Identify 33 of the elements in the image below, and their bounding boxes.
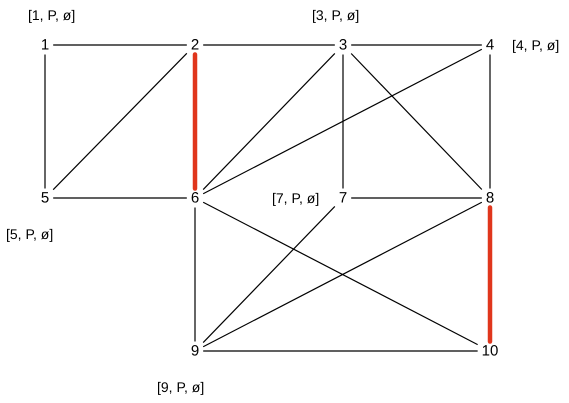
edge-line [202, 48, 482, 194]
edge-line [351, 197, 482, 199]
edge-line [44, 54, 46, 188]
edge-line [489, 54, 491, 188]
vertex-label: 4 [484, 36, 496, 54]
vertex-label: 8 [484, 190, 496, 206]
edge-line [203, 350, 478, 352]
highlighted-edge [488, 205, 492, 344]
edge-line [342, 54, 344, 188]
vertex-annotation: [7, P, ø] [272, 190, 320, 206]
vertex-label: 9 [190, 342, 200, 360]
edge-line [350, 53, 482, 190]
vertex-label: 6 [190, 190, 200, 206]
vertex-label: 10 [480, 342, 500, 360]
vertex-label: 3 [338, 36, 348, 54]
edge-line [53, 197, 187, 199]
vertex-annotation: [1, P, ø] [28, 7, 76, 23]
vertex-annotation: [4, P, ø] [512, 37, 560, 53]
highlighted-edge [192, 52, 198, 191]
edge-line [202, 206, 336, 343]
edge-line [52, 52, 188, 190]
vertex-annotation: [5, P, ø] [6, 226, 54, 242]
vertex-label: 7 [338, 190, 348, 206]
vertex-label: 5 [40, 190, 50, 206]
edge-line [53, 44, 187, 46]
vertex-label: 2 [190, 36, 200, 54]
vertex-annotation: [9, P, ø] [157, 379, 204, 395]
vertex-label: 1 [40, 36, 50, 54]
vertex-annotation: [3, P, ø] [312, 7, 360, 23]
edge-line [351, 44, 482, 46]
edge-line [202, 53, 336, 190]
edge-line [194, 208, 196, 342]
edge-line [203, 44, 335, 46]
